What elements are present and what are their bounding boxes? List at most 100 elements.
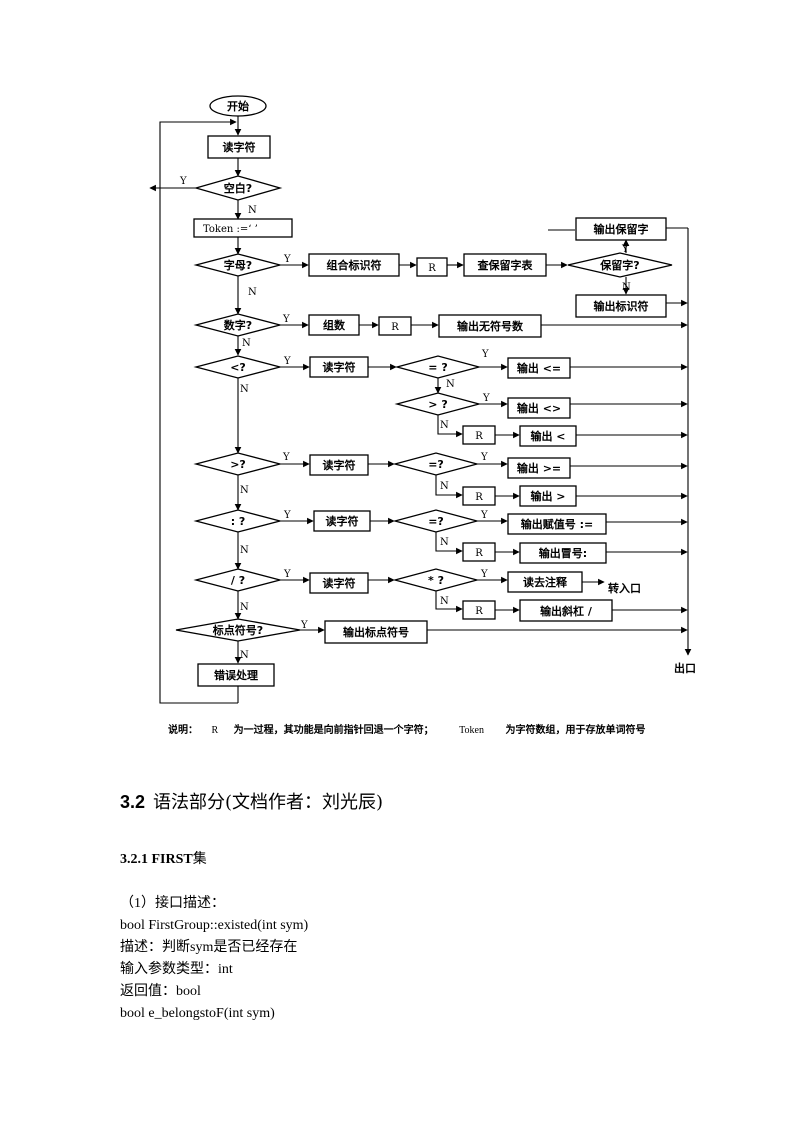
body-line: （1）接口描述： — [120, 896, 225, 911]
is-punct-label: 标点符号? — [212, 623, 263, 637]
output-punct-box — [324, 620, 428, 644]
yes-label: Y — [283, 569, 291, 580]
r-label: R — [428, 263, 436, 274]
read-char-label: 读字符 — [326, 514, 359, 528]
output-reserved-box — [575, 217, 667, 241]
section-number: 3.2 — [120, 792, 146, 812]
r-label: R — [475, 606, 483, 617]
goto-entry-label: 转入口 — [608, 581, 641, 595]
star-label: * ? — [428, 574, 444, 587]
output-le-box — [507, 357, 571, 379]
no-label: N — [440, 420, 449, 431]
no-label: N — [440, 596, 449, 607]
output-reserved-label: 输出保留字 — [594, 222, 649, 236]
yes-label: Y — [282, 452, 290, 463]
no-label: N — [240, 545, 249, 556]
subsection-heading: 3.2.1 FIRST集 — [120, 848, 207, 868]
is-reserved-decision — [567, 252, 673, 278]
r-box — [378, 316, 412, 336]
no-label: N — [440, 481, 449, 492]
output-ident-box — [575, 294, 667, 318]
output-punct-label: 输出标点符号 — [343, 625, 409, 639]
output-colon-label: 输出冒号: — [539, 546, 587, 560]
is-blank-label: 空白? — [224, 181, 252, 195]
read-char-box — [309, 572, 369, 594]
output-colon-box — [519, 542, 607, 564]
yes-label: Y — [482, 393, 490, 404]
lookup-reserved-label: 查保留字表 — [478, 258, 534, 272]
yes-label: Y — [283, 254, 291, 265]
body-line: 返回值：bool — [120, 984, 201, 999]
is-colon-label: : ? — [231, 515, 246, 528]
body-line: bool FirstGroup::existed(int sym) — [120, 918, 309, 933]
combine-number-label: 组数 — [323, 318, 346, 332]
is-digit-label: 数字? — [224, 318, 252, 332]
read-char-label: 读字符 — [323, 458, 356, 472]
r-label: R — [475, 492, 483, 503]
no-label: N — [446, 379, 455, 390]
output-ne-box — [507, 397, 571, 419]
is-slash-label: / ? — [231, 574, 245, 587]
no-label: N — [240, 650, 249, 661]
no-label: N — [622, 282, 631, 293]
output-lt-box — [519, 425, 577, 447]
subsection-title-zh: 集 — [192, 851, 207, 867]
eq3-label: =? — [428, 515, 444, 528]
body-line: bool e_belongstoF(int sym) — [120, 1006, 275, 1021]
yes-label: Y — [179, 176, 187, 187]
is-letter-label: 字母? — [224, 258, 252, 272]
exit-label: 出口 — [674, 661, 696, 675]
combine-ident-label: 组合标识符 — [327, 258, 382, 272]
body-line: 输入参数类型：int — [120, 962, 233, 977]
output-assign-box — [507, 513, 607, 535]
yes-label: Y — [480, 510, 488, 521]
yes-label: Y — [300, 620, 308, 631]
no-label: N — [248, 287, 257, 298]
output-unsigned-label: 输出无符号数 — [457, 319, 524, 333]
output-le-label: 输出 <= — [517, 361, 561, 375]
error-box — [197, 663, 275, 687]
yes-label: Y — [283, 510, 291, 521]
is-blank-decision — [193, 175, 283, 201]
token-init-label: Token :=‘ ’ — [203, 224, 258, 235]
read-char-box — [309, 454, 369, 476]
read-char-label: 读字符 — [323, 576, 356, 590]
output-gt-label: 输出 > — [530, 489, 565, 503]
output-unsigned-box — [438, 314, 542, 338]
yes-label: Y — [282, 314, 290, 325]
yes-label: Y — [283, 356, 291, 367]
output-ne-label: 输出 <> — [517, 401, 561, 415]
is-lt-label: <? — [230, 361, 246, 374]
section-title: 语法部分(文档作者：刘光辰) — [153, 792, 384, 813]
read-char-label: 读字符 — [223, 140, 256, 154]
output-assign-label: 输出赋值号 := — [521, 517, 593, 531]
note-token: Token — [459, 725, 484, 736]
note-token-desc: 为字符数组，用于存放单词符号 — [505, 725, 646, 736]
start-label: 开始 — [227, 99, 249, 113]
yes-label: Y — [480, 569, 488, 580]
no-label: N — [240, 485, 249, 496]
gt-label: > ? — [428, 398, 447, 411]
note-r-desc: 为一过程，其功能是向前指针回退一个字符； — [233, 725, 434, 736]
subsection-title-en: FIRST — [151, 852, 193, 867]
output-ge-box — [507, 457, 571, 479]
token-init-box — [193, 218, 293, 238]
body-line: 描述：判断sym是否已经存在 — [120, 940, 298, 955]
no-label: N — [242, 338, 251, 349]
skip-comment-label: 读去注释 — [523, 575, 568, 589]
note-prefix: 说明： — [168, 725, 198, 736]
output-slash-label: 输出斜杠 / — [540, 604, 593, 618]
body-text: （1）接口描述： bool FirstGroup::existed(int sy… — [120, 893, 308, 1025]
no-label: N — [440, 537, 449, 548]
is-gt-label: >? — [230, 458, 246, 471]
yes-label: Y — [481, 349, 489, 360]
output-ident-label: 输出标识符 — [594, 299, 649, 313]
no-label: N — [240, 602, 249, 613]
yes-label: Y — [621, 244, 629, 255]
read-char-label: 读字符 — [323, 360, 356, 374]
no-label: N — [248, 205, 257, 216]
is-reserved-label: 保留字? — [599, 258, 639, 272]
output-lt-label: 输出 < — [530, 429, 565, 443]
r-label: R — [475, 431, 483, 442]
note-r: R — [211, 725, 219, 736]
